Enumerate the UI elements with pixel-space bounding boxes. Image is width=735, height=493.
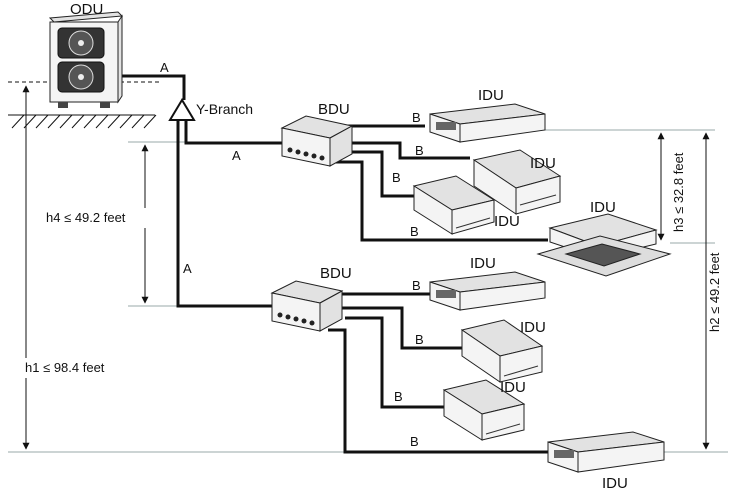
y-branch-symbol [168, 98, 196, 121]
pipe-label-b-4: B [410, 224, 419, 239]
idu-label-7: IDU [500, 379, 526, 396]
pipe-label-a-bdu2: A [183, 261, 192, 276]
idu-wall-2 [472, 149, 562, 215]
pipe-label-b-8: B [410, 434, 419, 449]
idu-ducted-8 [547, 431, 665, 473]
idu-label-3: IDU [494, 213, 520, 230]
idu-cassette-4 [536, 213, 672, 277]
bdu-unit-2 [270, 280, 344, 332]
idu-label-1: IDU [478, 87, 504, 104]
pipe-label-b-5: B [412, 278, 421, 293]
h3-label: h3 ≤ 32.8 feet [671, 152, 686, 232]
ground-hatch [8, 114, 157, 129]
idu-label-2: IDU [530, 155, 556, 172]
pipe-label-b-6: B [415, 332, 424, 347]
bdu-label-1: BDU [318, 101, 350, 118]
idu-label-4: IDU [590, 199, 616, 216]
idu-label-5: IDU [470, 255, 496, 272]
idu-wall-6 [460, 319, 544, 383]
odu-unit [48, 11, 124, 108]
h1-label: h1 ≤ 98.4 feet [25, 360, 105, 375]
bdu-unit-1 [280, 115, 354, 167]
pipe-label-b-2: B [415, 143, 424, 158]
y-branch-label: Y-Branch [196, 101, 253, 117]
pipe-label-a-odu: A [160, 60, 169, 75]
h2-label: h2 ≤ 49.2 feet [707, 252, 722, 332]
pipe-label-b-7: B [394, 389, 403, 404]
pipe-label-b-1: B [412, 110, 421, 125]
pipe-label-a-bdu1: A [232, 148, 241, 163]
bdu-label-2: BDU [320, 265, 352, 282]
idu-wall-3 [412, 175, 496, 235]
refrigerant-piping [104, 74, 555, 454]
pipe-label-b-3: B [392, 170, 401, 185]
idu-label-8: IDU [602, 475, 628, 492]
odu-label: ODU [70, 1, 103, 18]
idu-ducted-5 [429, 271, 546, 311]
idu-ducted-1 [429, 103, 546, 143]
idu-label-6: IDU [520, 319, 546, 336]
idu-wall-7 [442, 379, 526, 441]
h4-label: h4 ≤ 49.2 feet [46, 210, 126, 225]
